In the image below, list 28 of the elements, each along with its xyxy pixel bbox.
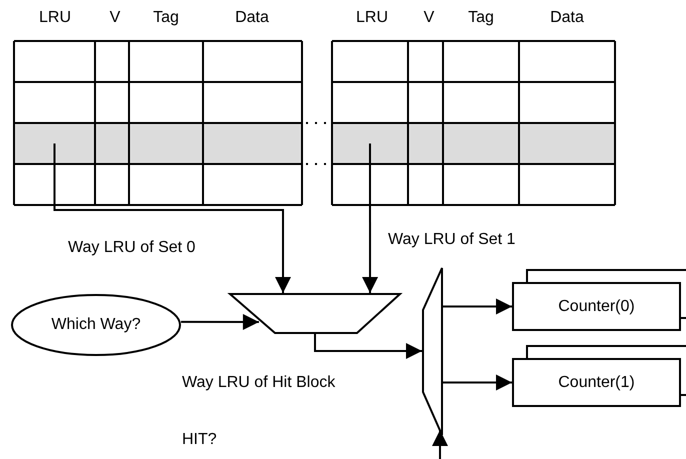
column-header: Data: [550, 10, 584, 26]
column-header: LRU: [356, 10, 388, 26]
edge-label: Way LRU of Set 1: [388, 232, 516, 248]
arrow: [54, 144, 291, 293]
arrow: [314, 334, 422, 359]
arrow: [443, 374, 512, 390]
counter-box: [512, 282, 681, 331]
column-header: LRU: [39, 10, 71, 26]
arrow: [443, 298, 512, 314]
counter-box: [512, 358, 681, 407]
connector-line: [681, 394, 686, 396]
connector-line: [681, 317, 686, 320]
arrow: [432, 430, 448, 459]
column-header: Tag: [468, 10, 494, 26]
node-label: Which Way?: [51, 316, 141, 334]
edge-label: Way LRU of Set 0: [68, 240, 196, 256]
signal-label: HIT?: [182, 432, 217, 448]
column-header: V: [110, 10, 120, 26]
highlighted-lru-cell: [331, 122, 409, 165]
column-header: Data: [235, 10, 269, 26]
arrow: [181, 314, 259, 330]
node-label: Counter(1): [558, 374, 635, 392]
highlighted-lru-cell: [13, 122, 96, 165]
column-header: V: [424, 10, 434, 26]
arrow: [362, 144, 378, 293]
column-header: Tag: [153, 10, 179, 26]
edge-label: Way LRU of Hit Block: [182, 375, 336, 391]
node-label: Counter(0): [558, 298, 635, 316]
